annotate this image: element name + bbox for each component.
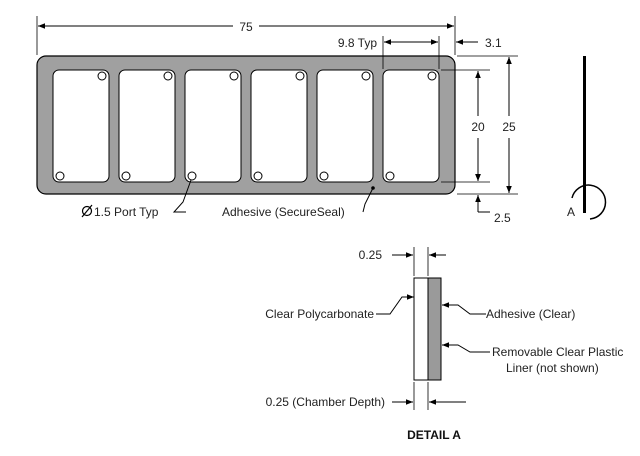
adhesive-callout-label: Adhesive (SecureSeal)	[222, 205, 345, 219]
chamber-5	[316, 69, 374, 183]
adhesive-layer	[427, 277, 442, 381]
chamber-pitch-label: 9.8 Typ	[338, 36, 377, 50]
chamber-depth-label: 0.25 (Chamber Depth)	[266, 395, 385, 409]
polycarbonate-label: Clear Polycarbonate	[265, 307, 374, 321]
port-callout-label: 1.5 Port Typ	[94, 205, 159, 219]
liner-label-line1: Removable Clear Plastic	[492, 345, 623, 359]
port	[187, 171, 197, 181]
port	[295, 71, 305, 81]
detail-circle	[571, 184, 607, 220]
chamber-1	[52, 69, 110, 183]
port	[55, 171, 65, 181]
overall-width-label: 75	[239, 20, 253, 34]
dim-bottom-margin: 2.5	[475, 166, 511, 225]
polycarbonate-layer	[413, 277, 429, 381]
detail-marker-label: A	[567, 205, 575, 219]
side-view: A	[567, 56, 607, 220]
dim-end-margin: 3.1	[456, 36, 502, 50]
dim-overall-height: 25	[457, 55, 518, 195]
liner-label-line2: Liner (not shown)	[506, 361, 599, 375]
dim-chamber-height: 20	[441, 69, 490, 183]
side-profile	[583, 56, 586, 213]
adhesive-detail-label: Adhesive (Clear)	[486, 307, 575, 321]
chamber-height-label: 20	[471, 120, 485, 134]
port	[229, 71, 239, 81]
chamber-4	[250, 69, 308, 183]
port	[121, 171, 131, 181]
bottom-margin-label: 2.5	[494, 211, 511, 225]
port	[163, 71, 173, 81]
chamber-2	[118, 69, 176, 183]
top-thickness-label: 0.25	[359, 248, 383, 262]
diameter-icon	[81, 204, 93, 218]
port	[427, 71, 437, 81]
dim-overall-width: 75	[36, 16, 456, 55]
port	[97, 71, 107, 81]
port	[319, 171, 329, 181]
ports	[55, 71, 437, 181]
end-margin-label: 3.1	[485, 36, 502, 50]
callout-adhesive: Adhesive (SecureSeal)	[222, 186, 375, 219]
dim-chamber-pitch: 9.8 Typ	[338, 36, 440, 69]
detail-a: 0.25 Clear Polycarbonate Adhesive (Clear…	[265, 247, 623, 442]
chambers	[52, 69, 440, 183]
detail-title: DETAIL A	[407, 428, 461, 442]
port	[361, 71, 371, 81]
slide-body	[36, 55, 456, 195]
callout-port: 1.5 Port Typ	[81, 179, 192, 219]
chamber-3	[184, 69, 242, 183]
chamber-6	[382, 69, 440, 183]
port	[385, 171, 395, 181]
port	[253, 171, 263, 181]
overall-height-label: 25	[502, 120, 516, 134]
